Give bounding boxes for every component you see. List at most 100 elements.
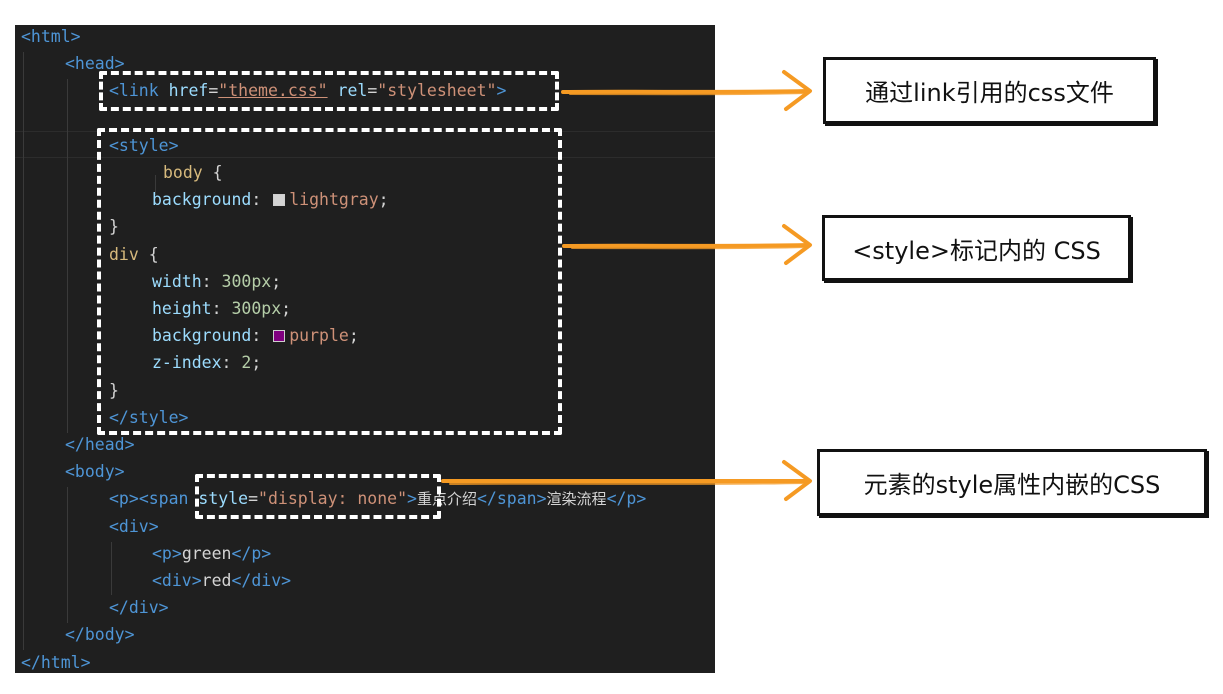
code-line: <link href="theme.css" rel="stylesheet">: [109, 79, 506, 103]
code-line: </body>: [65, 623, 135, 647]
code-line: <style>: [109, 134, 179, 158]
indent-guide: [155, 175, 156, 195]
code-line: div {: [109, 243, 159, 267]
code-token: 2: [241, 353, 252, 373]
code-token: :: [251, 190, 272, 210]
callout-link-text: 通过link引用的css文件: [865, 79, 1114, 107]
code-token: <head>: [65, 54, 125, 74]
code-token: </span>: [477, 489, 547, 509]
code-token: div: [109, 244, 149, 264]
code-line: }: [109, 379, 119, 403]
code-token: background: [152, 190, 252, 210]
code-token: >: [496, 81, 507, 101]
code-token: <div>: [109, 516, 159, 536]
code-token: height: [152, 299, 212, 318]
code-token: "theme.css": [218, 81, 328, 101]
code-line: }: [109, 215, 119, 239]
code-token: <div>: [152, 571, 202, 590]
code-token: <link: [109, 81, 169, 101]
code-token: :: [221, 353, 242, 373]
code-token: </body>: [65, 625, 135, 645]
code-token: ;: [271, 271, 282, 291]
code-token: ;: [251, 353, 262, 373]
code-token: green: [181, 543, 232, 563]
code-line: <p>green</p>: [152, 542, 271, 566]
code-line: </head>: [65, 433, 135, 457]
style-block-highlight: [97, 128, 562, 435]
code-token: width: [152, 271, 202, 291]
code-line: background: purple;: [152, 324, 359, 348]
indent-guide: [23, 52, 24, 650]
code-token: }: [109, 217, 119, 237]
code-token: :: [251, 326, 272, 346]
code-token: ;: [378, 190, 389, 210]
code-token: rel: [337, 81, 368, 101]
code-token: </head>: [65, 435, 135, 454]
callout-style-tag-css: <style>标记内的 CSS: [822, 215, 1131, 281]
indent-guide: [67, 487, 68, 623]
code-token: z-index: [152, 353, 222, 373]
callout-inline-text: 元素的style属性内嵌的CSS: [863, 471, 1161, 499]
code-token: 渲染流程: [546, 490, 607, 509]
code-token: >: [407, 489, 417, 509]
code-token: <span: [138, 489, 199, 509]
code-token: href: [168, 81, 209, 101]
code-line: body {: [163, 161, 223, 185]
inline-style-highlight: [195, 474, 441, 519]
code-token: :: [201, 271, 222, 291]
code-line: <html>: [21, 25, 81, 49]
code-token: <style>: [109, 135, 179, 155]
code-token: body: [163, 163, 213, 182]
color-swatch-gray: [273, 194, 286, 207]
code-token: =: [367, 81, 378, 101]
code-token: 300px: [221, 271, 272, 291]
code-token: {: [148, 244, 159, 264]
code-line: <body>: [65, 460, 125, 484]
code-token: <body>: [65, 462, 125, 482]
code-editor: <html><head><link href="theme.css" rel="…: [15, 25, 715, 673]
code-token: {: [212, 163, 223, 182]
code-line: </html>: [21, 651, 91, 673]
code-token: 300px: [231, 299, 282, 318]
code-line: background: lightgray;: [152, 188, 389, 212]
code-token: =: [208, 81, 219, 101]
link-tag-highlight: [99, 71, 559, 111]
code-line: z-index: 2;: [152, 351, 261, 375]
code-token: ;: [281, 299, 292, 318]
code-line: <head>: [65, 52, 125, 76]
callout-link-css: 通过link引用的css文件: [823, 57, 1156, 124]
color-swatch-purple: [273, 330, 286, 343]
code-token: <html>: [21, 27, 81, 46]
code-token: style: [198, 489, 249, 509]
code-token: :: [211, 299, 232, 318]
code-token: <p>: [152, 543, 182, 563]
callout-inline-css: 元素的style属性内嵌的CSS: [817, 449, 1207, 516]
code-token: purple: [289, 326, 349, 346]
code-line: <div>: [109, 515, 159, 539]
code-line: width: 300px;: [152, 270, 281, 294]
code-token: ;: [348, 326, 359, 346]
code-token: </style>: [109, 407, 189, 427]
code-token: lightgray: [289, 190, 379, 210]
indent-guide: [111, 542, 112, 595]
code-line: height: 300px;: [152, 297, 291, 321]
code-token: background: [152, 326, 252, 346]
code-token: </html>: [21, 652, 91, 672]
code-token: </p>: [606, 489, 647, 509]
code-token: </p>: [231, 543, 272, 563]
code-line: </style>: [109, 406, 188, 430]
code-token: }: [109, 380, 119, 400]
code-token: </div>: [109, 598, 169, 618]
code-token: <p>: [109, 489, 139, 509]
code-token: "display: none": [258, 489, 408, 509]
code-token: =: [248, 489, 259, 509]
code-token: "stylesheet": [377, 81, 497, 101]
code-token: </div>: [231, 571, 292, 590]
code-line: <div>red</div>: [152, 569, 291, 593]
code-token: red: [201, 571, 232, 590]
callout-style-tag-text: <style>标记内的 CSS: [852, 236, 1101, 265]
code-token: 重点介绍: [416, 490, 477, 509]
code-line: </div>: [109, 596, 169, 620]
indent-guide: [67, 79, 68, 433]
